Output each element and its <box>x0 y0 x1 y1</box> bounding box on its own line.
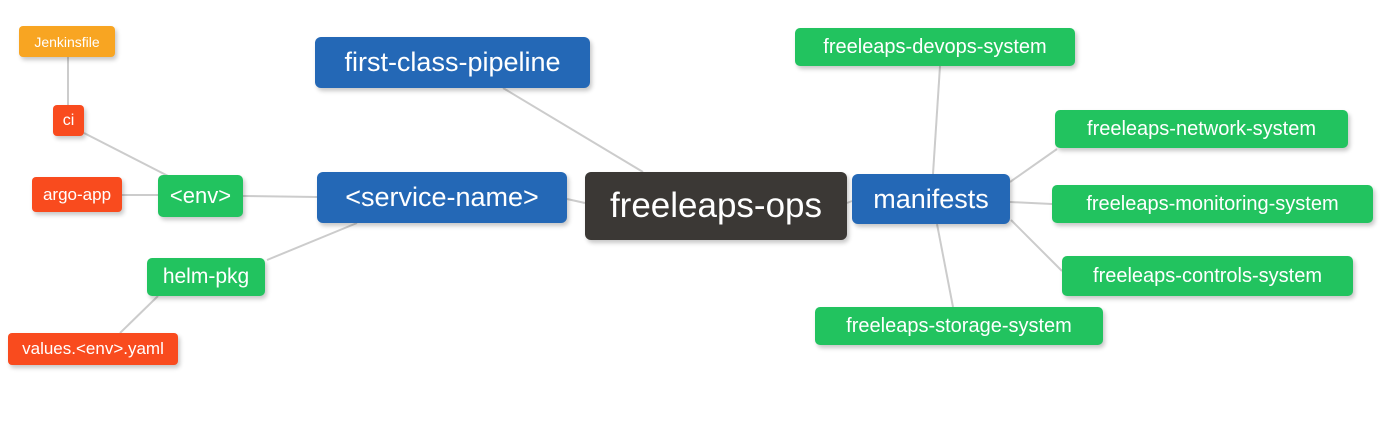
edge-ci-env <box>83 132 173 179</box>
node-network-system[interactable]: freeleaps-network-system <box>1055 110 1348 148</box>
edge-manifests-storage <box>936 223 954 308</box>
edge-root-manifests <box>846 200 853 204</box>
edge-manifests-devops <box>932 65 941 175</box>
node-first-class-pipeline[interactable]: first-class-pipeline <box>315 37 590 88</box>
node-service-name[interactable]: <service-name> <box>317 172 567 223</box>
node-monitoring-system[interactable]: freeleaps-monitoring-system <box>1052 185 1373 223</box>
node-controls-system[interactable]: freeleaps-controls-system <box>1062 256 1353 296</box>
node-devops-system[interactable]: freeleaps-devops-system <box>795 28 1075 66</box>
node-jenkinsfile[interactable]: Jenkinsfile <box>19 26 115 57</box>
edge-env-servicename <box>242 195 318 198</box>
node-values-env-yaml[interactable]: values.<env>.yaml <box>8 333 178 365</box>
node-ci[interactable]: ci <box>53 105 84 136</box>
node-manifests[interactable]: manifests <box>852 174 1010 224</box>
node-argo-app[interactable]: argo-app <box>32 177 122 212</box>
edge-manifests-monitoring <box>1009 201 1053 205</box>
node-storage-system[interactable]: freeleaps-storage-system <box>815 307 1103 345</box>
edge-servicename-root <box>566 198 586 204</box>
edge-servicename-helmpkg <box>266 222 358 261</box>
edge-manifests-controls <box>1010 219 1063 272</box>
node-helm-pkg[interactable]: helm-pkg <box>147 258 265 296</box>
edge-manifests-network <box>1009 148 1058 183</box>
node-freeleaps-ops[interactable]: freeleaps-ops <box>585 172 847 240</box>
node-env[interactable]: <env> <box>158 175 243 217</box>
edge-pipeline-root <box>502 87 644 173</box>
edge-helmpkg-values <box>119 295 159 334</box>
